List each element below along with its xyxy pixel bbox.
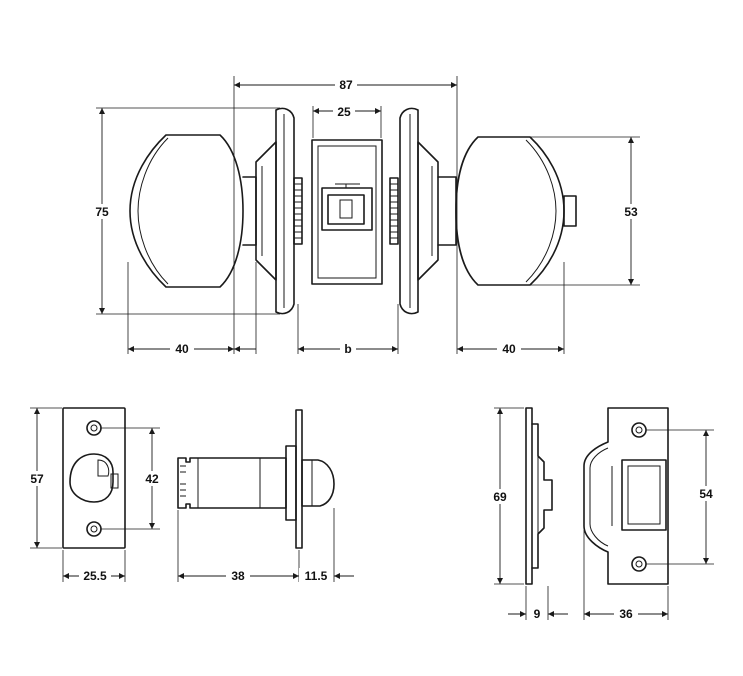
latch-faceplate-dimensions: 57 42 25.5 bbox=[25, 407, 164, 583]
strike-plate bbox=[583, 407, 669, 585]
latch-faceplate-edge bbox=[295, 409, 303, 549]
dim-knob-right-projection: 40 bbox=[502, 342, 516, 356]
strike-side-dimensions: 69 9 bbox=[488, 407, 568, 621]
top-dimensions: 87 25 75 53 40 b 40 bbox=[90, 76, 643, 356]
latch-side-dimensions: 38 11.5 bbox=[177, 508, 354, 583]
left-rose bbox=[255, 141, 277, 281]
dim-overall-width: 87 bbox=[339, 78, 353, 92]
latch-bolt-face bbox=[69, 453, 114, 503]
strike-front-view bbox=[583, 407, 669, 585]
latch-chassis bbox=[311, 139, 383, 285]
dim-knob-left-projection: 40 bbox=[175, 342, 189, 356]
latch-faceplate-view bbox=[62, 407, 126, 549]
privacy-turn-button bbox=[563, 195, 577, 227]
dim-latch-hole-spacing: 42 bbox=[145, 472, 159, 486]
strike-front-dimensions: 54 36 bbox=[583, 429, 718, 621]
dim-backset: 38 bbox=[231, 569, 245, 583]
knobset-side-view bbox=[129, 107, 577, 315]
dim-rose-height: 75 bbox=[95, 205, 109, 219]
left-knob bbox=[129, 134, 244, 288]
dim-strike-hole-spacing: 54 bbox=[699, 487, 713, 501]
dim-door-thickness: b bbox=[344, 342, 351, 356]
strike-side-view bbox=[525, 407, 553, 585]
right-rose bbox=[417, 141, 439, 281]
dim-strike-lip-depth: 9 bbox=[534, 607, 541, 621]
dim-strike-width: 36 bbox=[619, 607, 633, 621]
dim-bolt-projection: 11.5 bbox=[305, 569, 328, 583]
dim-spindle-housing: 25 bbox=[337, 105, 351, 119]
right-knob bbox=[455, 136, 565, 286]
dim-knob-height: 53 bbox=[624, 205, 638, 219]
latch-side-view bbox=[177, 409, 335, 549]
dim-strike-height: 69 bbox=[493, 490, 507, 504]
latch-bolt bbox=[301, 459, 335, 507]
dim-latch-plate-height: 57 bbox=[30, 472, 44, 486]
dim-latch-plate-width: 25.5 bbox=[83, 569, 107, 583]
